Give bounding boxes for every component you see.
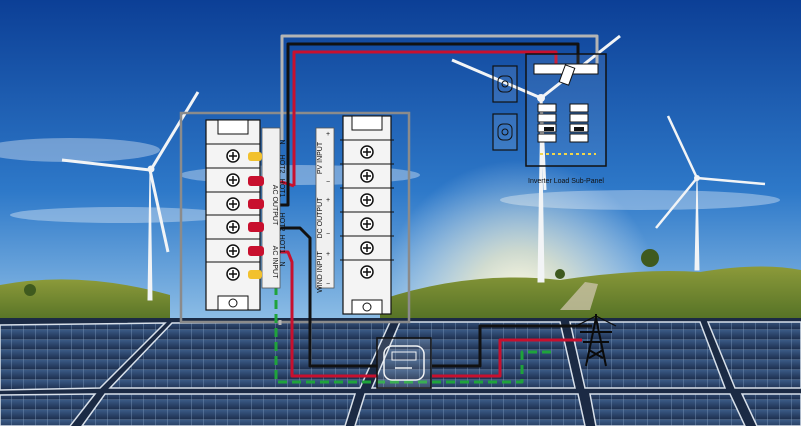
ac-terminal-screw-1 xyxy=(206,143,260,163)
hot1-wire-top xyxy=(292,50,558,186)
pv-minus: − xyxy=(326,179,330,186)
wind-minus: − xyxy=(326,281,330,288)
ac-terminal-screw-5 xyxy=(206,238,260,258)
inverter-labels: AC OUTPUT AC INPUT N HOT2 HOT1 HOT2 HOT1… xyxy=(271,131,330,293)
breaker-stack xyxy=(537,103,589,143)
hot2-wire-bottom xyxy=(262,226,378,368)
utility-grid-tower-icon xyxy=(575,314,617,367)
dc-terminal-screw-3 xyxy=(340,187,394,207)
ground-wire xyxy=(274,272,552,384)
wind-input-label: WIND INPUT xyxy=(317,250,324,292)
inverter-load-sub-panel: Inverter Load Sub-Panel xyxy=(525,53,607,185)
ac-terminal-screw-6 xyxy=(206,261,260,281)
wind-plus: + xyxy=(326,251,330,258)
ac-output-terminal-n: N xyxy=(278,139,285,144)
ac-output-terminal-hot2: HOT2 xyxy=(278,155,285,174)
dc-terminal-screw-2 xyxy=(340,163,394,183)
dc-terminal-screw-5 xyxy=(340,235,394,255)
outlet-upper xyxy=(492,65,518,103)
ac-input-label: AC INPUT xyxy=(271,246,278,279)
solar-panel-array xyxy=(0,318,801,426)
ac-terminal-screw-3 xyxy=(206,191,260,211)
wire-ferrules xyxy=(248,152,264,279)
ac-output-terminal-hot1: HOT1 xyxy=(278,179,285,198)
meter-to-grid-black xyxy=(432,324,592,368)
ac-terminal-screw-4 xyxy=(206,214,260,234)
dc-terminal-block xyxy=(315,115,394,315)
hot2-wire-top xyxy=(286,42,580,162)
sub-panel-caption: Inverter Load Sub-Panel xyxy=(528,178,604,185)
dc-minus: − xyxy=(326,231,330,238)
dc-terminal-screw-6 xyxy=(340,259,394,279)
wind-turbine-right xyxy=(655,115,766,271)
dc-plus: + xyxy=(326,197,330,204)
ac-output-label: AC OUTPUT xyxy=(271,185,278,226)
dc-terminal-screw-1 xyxy=(340,139,394,159)
ac-input-terminal-hot2: HOT2 xyxy=(278,213,285,232)
pv-input-label: PV INPUT xyxy=(317,141,324,174)
dc-terminal-screw-4 xyxy=(340,211,394,231)
utility-meter xyxy=(376,337,432,389)
meter-to-grid-red xyxy=(432,338,582,378)
ac-input-terminal-hot1: HOT1 xyxy=(278,235,285,254)
ac-terminal-block xyxy=(205,119,281,311)
outlet-lower xyxy=(492,113,518,151)
ac-input-terminal-n: N xyxy=(278,261,285,266)
pv-plus: + xyxy=(326,131,330,138)
dc-output-label: DC OUTPUT xyxy=(317,197,324,239)
hills xyxy=(0,266,801,330)
wind-turbine-left xyxy=(61,91,200,301)
trees xyxy=(24,249,659,296)
ac-terminal-screw-2 xyxy=(206,167,260,187)
